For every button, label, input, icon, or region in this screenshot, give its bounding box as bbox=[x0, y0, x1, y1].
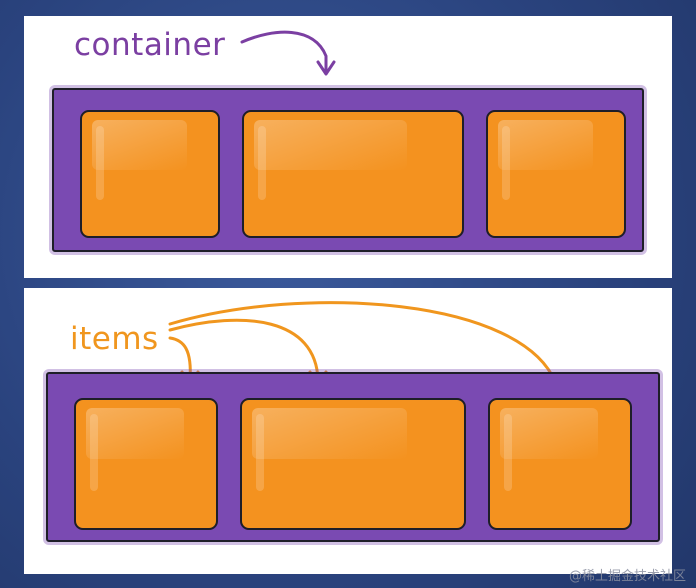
flex-item-3 bbox=[486, 110, 626, 238]
flex-item-2 bbox=[240, 398, 466, 530]
flex-item-1 bbox=[80, 110, 220, 238]
container-label: container bbox=[74, 27, 226, 63]
bottom-panel: items bbox=[24, 288, 672, 574]
flex-item-2 bbox=[242, 110, 464, 238]
flex-item-3 bbox=[488, 398, 632, 530]
top-panel: container bbox=[24, 16, 672, 278]
items-label: items bbox=[70, 321, 159, 357]
container-arrow-icon bbox=[240, 30, 328, 74]
flex-item-1 bbox=[74, 398, 218, 530]
flex-items-box bbox=[46, 372, 660, 542]
flex-container-box bbox=[52, 88, 644, 252]
watermark-text: @稀土掘金技术社区 bbox=[568, 569, 686, 584]
